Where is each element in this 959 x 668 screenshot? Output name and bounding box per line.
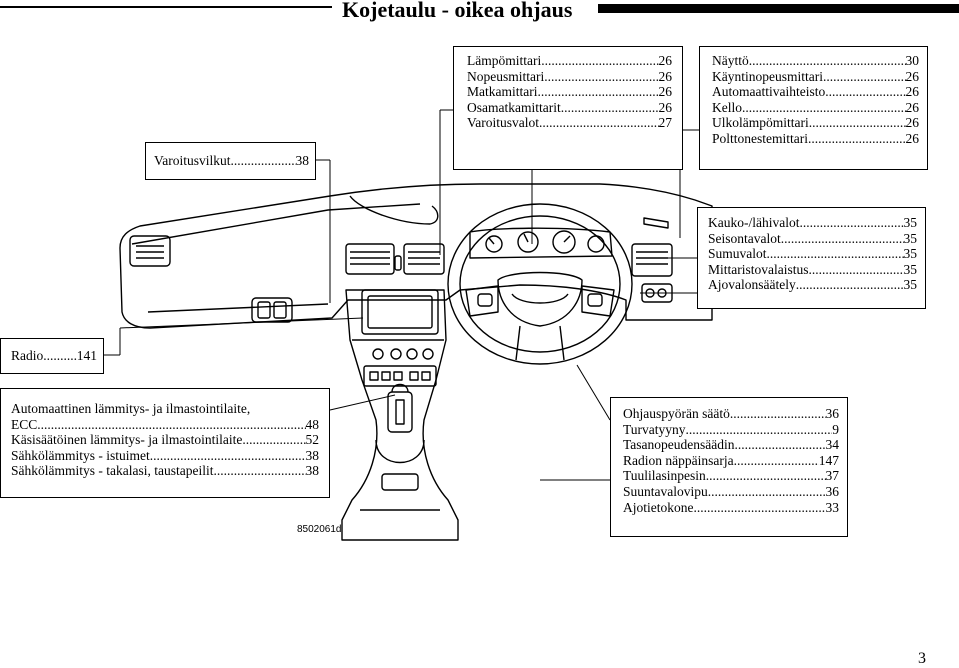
index-entry: Suuntavalovipu36	[623, 484, 839, 500]
title-bar	[598, 4, 959, 13]
page-title: Kojetaulu - oikea ohjaus	[342, 0, 573, 22]
index-entry: Näyttö30	[712, 53, 919, 69]
index-entry: Sumuvalot35	[708, 246, 917, 262]
index-entry: Sähkölämmitys - takalasi, taustapeilit38	[11, 463, 319, 479]
index-entry: Seisontavalot35	[708, 231, 917, 247]
index-entry: Käsisäätöinen lämmitys- ja ilmastointila…	[11, 432, 319, 448]
index-entry: Mittaristovalaistus35	[708, 262, 917, 278]
index-entry: Lämpömittari26	[467, 53, 672, 69]
steering-wheel	[447, 203, 633, 365]
index-entry: Radion näppäinsarja147	[623, 453, 839, 469]
callout-climate: Automaattinen lämmitys- ja ilmastointila…	[0, 388, 330, 498]
center-console	[341, 289, 459, 541]
page-number: 3	[918, 650, 926, 667]
index-entry: Ohjauspyörän säätö36	[623, 406, 839, 422]
callout-gauges: Lämpömittari26 Nopeusmittari26 Matkamitt…	[453, 46, 683, 170]
index-entry: Sähkölämmitys - istuimet38	[11, 448, 319, 464]
index-entry: Varoitusvalot27	[467, 115, 672, 131]
index-entry: Osamatkamittarit26	[467, 100, 672, 116]
index-entry: Tasanopeudensäädin34	[623, 437, 839, 453]
figure-code: 8502061d	[297, 524, 342, 535]
dashboard-outline	[119, 183, 713, 329]
index-entry: Ajotietokone33	[623, 500, 839, 516]
index-entry: Kauko-/lähivalot35	[708, 215, 917, 231]
index-entry: Radio141	[11, 348, 97, 364]
index-entry: Polttonestemittari26	[712, 131, 919, 147]
index-entry: Kello26	[712, 100, 919, 116]
index-entry: Automaattivaihteisto26	[712, 84, 919, 100]
index-entry: ECC48	[11, 417, 319, 433]
index-entry: Ajovalonsäätely35	[708, 277, 917, 293]
index-entry: Käyntinopeusmittari26	[712, 69, 919, 85]
index-entry: Matkamittari26	[467, 84, 672, 100]
callout-steering: Ohjauspyörän säätö36 Turvatyyny9 Tasanop…	[610, 397, 848, 537]
index-entry: Turvatyyny9	[623, 422, 839, 438]
index-entry: Nopeusmittari26	[467, 69, 672, 85]
callout-lights: Kauko-/lähivalot35 Seisontavalot35 Sumuv…	[697, 207, 926, 309]
index-entry: Tuulilasinpesin37	[623, 468, 839, 484]
index-entry: Varoitusvilkut38	[154, 153, 309, 169]
index-entry: Ulkolämpömittari26	[712, 115, 919, 131]
callout-display: Näyttö30 Käyntinopeusmittari26 Automaatt…	[699, 46, 928, 170]
callout-hazard-lights: Varoitusvilkut38	[145, 142, 316, 180]
callout-radio: Radio141	[0, 338, 104, 374]
index-entry-intro: Automaattinen lämmitys- ja ilmastointila…	[11, 401, 251, 416]
header-rule	[0, 6, 332, 8]
